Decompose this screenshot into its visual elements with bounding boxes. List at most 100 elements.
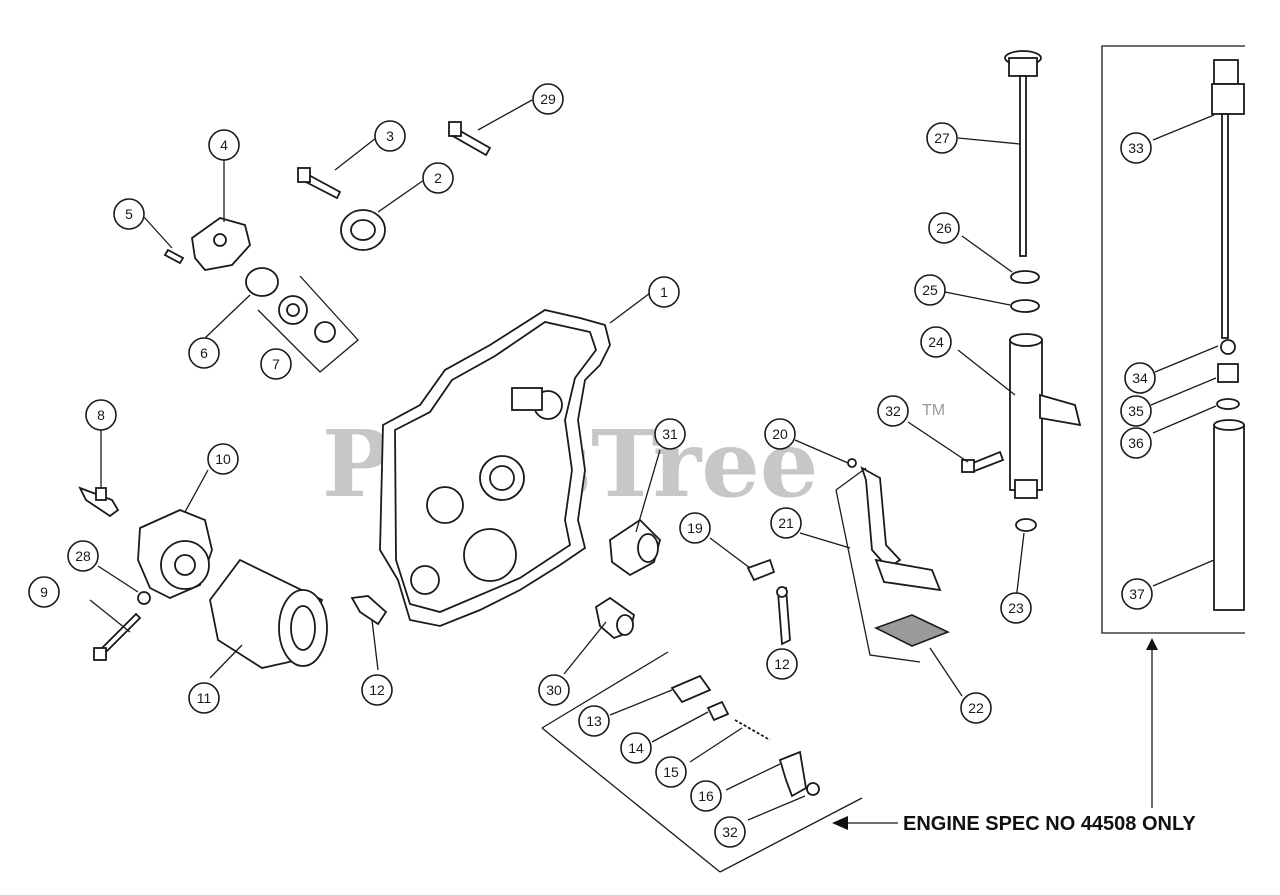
part-bolt-3	[297, 167, 342, 200]
part-oil-filter	[209, 558, 328, 669]
callout-5: 5	[113, 198, 145, 230]
callout-22: 22	[960, 692, 992, 724]
group-bracket-valve	[541, 651, 863, 873]
part-sensor	[78, 486, 120, 518]
callout-19: 19	[679, 512, 711, 544]
part-filter-adapter	[137, 509, 213, 599]
callout-33: 33	[1120, 132, 1152, 164]
part-o-ring-36	[1216, 398, 1240, 410]
svg-text:34: 34	[1132, 370, 1148, 386]
svg-text:27: 27	[934, 130, 950, 146]
callout-9: 9	[28, 576, 60, 608]
svg-text:13: 13	[586, 713, 602, 729]
part-washer-28	[137, 591, 151, 605]
part-oil-seal	[340, 209, 386, 251]
svg-text:1: 1	[660, 284, 668, 300]
svg-text:30: 30	[546, 682, 562, 698]
part-o-ring-25	[1010, 299, 1040, 313]
group-bracket-pickup	[835, 467, 921, 663]
svg-text:32: 32	[722, 824, 738, 840]
svg-text:11: 11	[197, 690, 212, 706]
part-nut-34	[1220, 339, 1236, 355]
svg-text:20: 20	[772, 426, 788, 442]
callout-16: 16	[690, 780, 722, 812]
callout-7: 7	[260, 348, 292, 380]
watermark-trademark: TM	[922, 402, 945, 419]
callout-32b: 32	[714, 816, 746, 848]
svg-text:25: 25	[922, 282, 938, 298]
callout-11: 11	[188, 682, 220, 714]
svg-text:12: 12	[369, 682, 385, 698]
callout-10: 10	[207, 443, 239, 475]
svg-text:32: 32	[885, 403, 901, 419]
svg-text:31: 31	[662, 426, 678, 442]
part-rotor-set	[278, 295, 336, 343]
part-o-ring-6	[245, 267, 279, 297]
part-valve-plunger-13	[670, 674, 712, 704]
part-screw-5	[163, 248, 185, 265]
callout-4: 4	[208, 129, 240, 161]
svg-text:22: 22	[968, 700, 984, 716]
svg-text:28: 28	[75, 548, 91, 564]
part-fitting-12b	[776, 586, 791, 646]
part-cap-35	[1217, 363, 1239, 383]
callout-1: 1	[648, 276, 680, 308]
svg-text:14: 14	[628, 740, 644, 756]
callout-8: 8	[85, 399, 117, 431]
part-oil-pickup	[847, 458, 942, 592]
svg-text:5: 5	[125, 206, 133, 222]
part-bushing-31	[609, 518, 662, 577]
callout-20: 20	[764, 418, 796, 450]
callout-21: 21	[770, 507, 802, 539]
part-o-ring-26	[1010, 270, 1040, 284]
callout-6: 6	[188, 337, 220, 369]
callout-3: 3	[374, 120, 406, 152]
callout-30: 30	[538, 674, 570, 706]
callout-34: 34	[1124, 362, 1156, 394]
svg-text:6: 6	[200, 345, 208, 361]
svg-text:15: 15	[663, 764, 679, 780]
part-clip-19	[746, 558, 776, 582]
callout-31: 31	[654, 418, 686, 450]
part-sleeve-30	[594, 596, 636, 640]
callout-24: 24	[920, 326, 952, 358]
svg-text:12: 12	[774, 656, 790, 672]
callout-23: 23	[1000, 592, 1032, 624]
svg-text:24: 24	[928, 334, 944, 350]
part-long-bolt	[93, 612, 142, 661]
callout-14: 14	[620, 732, 652, 764]
svg-text:21: 21	[778, 515, 794, 531]
part-cover-plate	[191, 217, 251, 271]
part-dipstick-33	[1211, 59, 1245, 339]
svg-text:2: 2	[434, 170, 442, 186]
callout-29: 29	[532, 83, 564, 115]
callout-37: 37	[1121, 578, 1153, 610]
callout-26: 26	[928, 212, 960, 244]
svg-text:10: 10	[215, 451, 231, 467]
callout-28: 28	[67, 540, 99, 572]
callout-12b: 12	[766, 648, 798, 680]
callout-12a: 12	[361, 674, 393, 706]
engine-spec-note: ENGINE SPEC NO 44508 ONLY	[832, 813, 1196, 835]
svg-text:36: 36	[1128, 435, 1144, 451]
svg-text:23: 23	[1008, 600, 1024, 616]
part-crankcase-cover	[379, 309, 611, 627]
part-screw-32b	[806, 782, 820, 796]
part-bracket-16	[778, 750, 807, 798]
svg-text:8: 8	[97, 407, 105, 423]
part-bolt-29	[448, 121, 492, 157]
svg-text:9: 9	[40, 584, 48, 600]
part-tube-37	[1213, 419, 1245, 611]
callout-27: 27	[926, 122, 958, 154]
part-valve-ball-14	[706, 700, 730, 722]
callout-2: 2	[422, 162, 454, 194]
svg-text:29: 29	[540, 91, 556, 107]
part-spring-15	[734, 719, 771, 741]
callout-15: 15	[655, 756, 687, 788]
svg-text:19: 19	[687, 520, 703, 536]
group-bracket-rotor	[257, 275, 359, 373]
svg-text:33: 33	[1128, 140, 1144, 156]
part-dipstick-tube-24	[1009, 333, 1082, 499]
svg-text:37: 37	[1129, 586, 1145, 602]
